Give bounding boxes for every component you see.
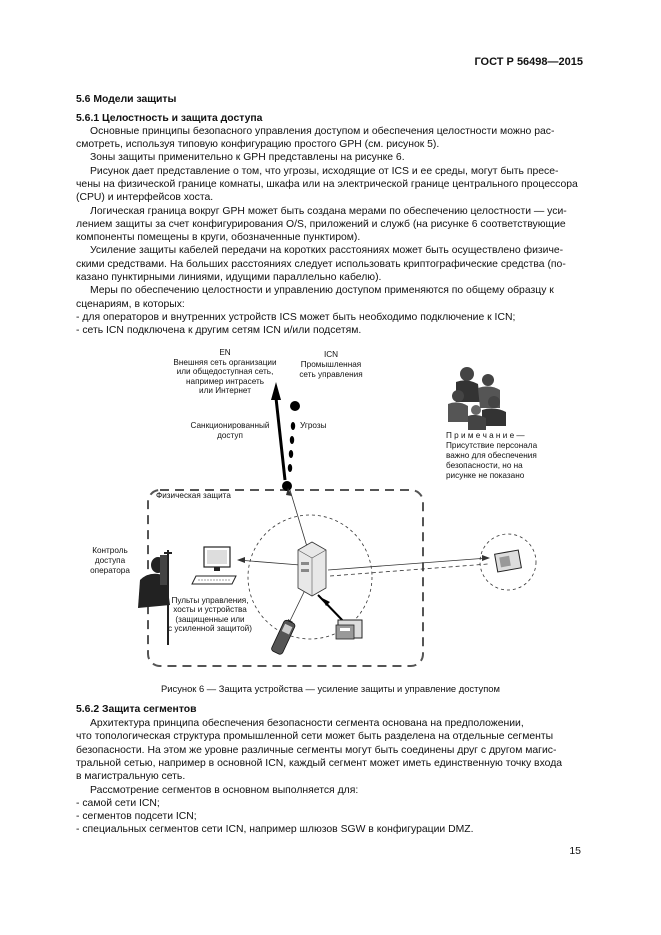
threats-label: Угрозы — [300, 421, 327, 430]
paragraph-line: Архитектура принципа обеспечения безопас… — [90, 718, 524, 729]
paragraph-line: скими средствами. На больших расстояниях… — [76, 259, 566, 270]
paragraph-line: Логическая граница вокруг GPH может быть… — [90, 206, 567, 217]
list-item: - самой сети ICN; — [76, 798, 160, 809]
paragraph-line: лением защиты за счет конфигурирования O… — [76, 219, 566, 230]
remote-device-icon — [494, 549, 522, 573]
en-label-line: Внешняя сеть организации — [173, 358, 277, 367]
paragraph-line: (CPU) и интерфейсов хоста. — [76, 192, 214, 203]
icn-label-line: сеть управления — [299, 370, 363, 379]
paragraph-line: Усиление защиты кабелей передачи на коро… — [90, 245, 564, 256]
paragraph-line: безопасности. На этом же уровне различны… — [76, 745, 557, 756]
paragraph-line: в магистральную сеть. — [76, 771, 186, 782]
consoles-label: (защищенные или — [175, 615, 245, 624]
authorized-access-label: доступ — [217, 431, 243, 440]
paragraph-line: Меры по обеспечению целостности и управл… — [90, 285, 554, 296]
list-item: - сегментов подсети ICN; — [76, 811, 197, 822]
threat-path — [287, 401, 300, 472]
paragraph-line: чены на физической границе комнаты, шкаф… — [76, 179, 578, 190]
consoles-label: Пульты управления, — [171, 596, 249, 605]
standard-header: ГОСТ Р 56498—2015 — [474, 56, 583, 68]
handheld-icon — [271, 619, 296, 655]
paragraph-line: Зоны защиты применительно к GPH представ… — [90, 152, 405, 163]
page-number: 15 — [569, 845, 581, 857]
io-device-icon — [335, 619, 363, 640]
en-title: EN — [219, 348, 231, 357]
server-icon — [297, 541, 327, 597]
paragraph-line: компоненты помещены в круги, обозначенны… — [76, 232, 361, 243]
icn-label-line: Промышленная — [300, 360, 362, 369]
en-label-line: или общедоступная сеть, — [176, 367, 274, 376]
operator-control-label: доступа — [94, 556, 126, 565]
figure-caption: Рисунок 6 — Защита устройства — усиление… — [161, 683, 500, 694]
remote-device-circle — [479, 533, 537, 591]
personnel-icon — [448, 367, 506, 430]
paragraph-line: что топологическая структура промышленно… — [76, 731, 554, 742]
en-label-line: например интрасеть — [186, 377, 264, 386]
en-label-line: или Интернет — [199, 386, 251, 395]
note-label: рисунке не показано — [446, 471, 525, 480]
paragraph-line: сценариям, в которых: — [76, 299, 185, 310]
list-item: - для операторов и внутренних устройств … — [76, 312, 516, 323]
note-label: важно для обеспечения — [446, 451, 537, 460]
section-5-6-2-title: 5.6.2 Защита сегментов — [76, 704, 197, 715]
paragraph-line: казано пунктирными линиями, идущими пара… — [76, 272, 382, 283]
paragraph-line: Рассмотрение сегментов в основном выполн… — [90, 785, 359, 796]
note-label: Присутствие персонала — [446, 441, 538, 450]
section-5-6-1-title: 5.6.1 Целостность и защита доступа — [76, 113, 263, 124]
paragraph-line: Рисунок дает представление о том, что уг… — [90, 166, 559, 177]
list-item: - сеть ICN подключена к другим сетям ICN… — [76, 325, 362, 336]
note-label: П р и м е ч а н и е — — [446, 431, 525, 440]
paragraph-line: смотреть, используя типовую конфигурацию… — [76, 139, 440, 150]
authorized-access-arrow — [274, 397, 287, 481]
operator-control-label: Контроль — [92, 546, 128, 555]
list-item: - специальных сегментов сети ICN, наприм… — [76, 824, 474, 835]
authorized-access-label: Санкционированный — [190, 421, 270, 430]
consoles-label: хосты и устройства — [173, 605, 247, 614]
logical-boundary-circle — [247, 514, 373, 640]
icn-title: ICN — [323, 350, 339, 359]
paragraph-line: тральной сетью, например в основной ICN,… — [76, 758, 563, 769]
note-label: безопасности, но на — [446, 461, 523, 470]
operator-icon — [138, 550, 172, 645]
operator-control-label: оператора — [90, 566, 130, 575]
physical-protection-label: Физическая защита — [156, 491, 231, 500]
paragraph-line: Основные принципы безопасного управления… — [90, 126, 555, 137]
figure-6-diagram — [138, 367, 537, 667]
consoles-label: с усиленной защитой) — [168, 624, 252, 633]
workstation-icon — [191, 546, 237, 585]
section-5-6-title: 5.6 Модели защиты — [76, 94, 177, 105]
